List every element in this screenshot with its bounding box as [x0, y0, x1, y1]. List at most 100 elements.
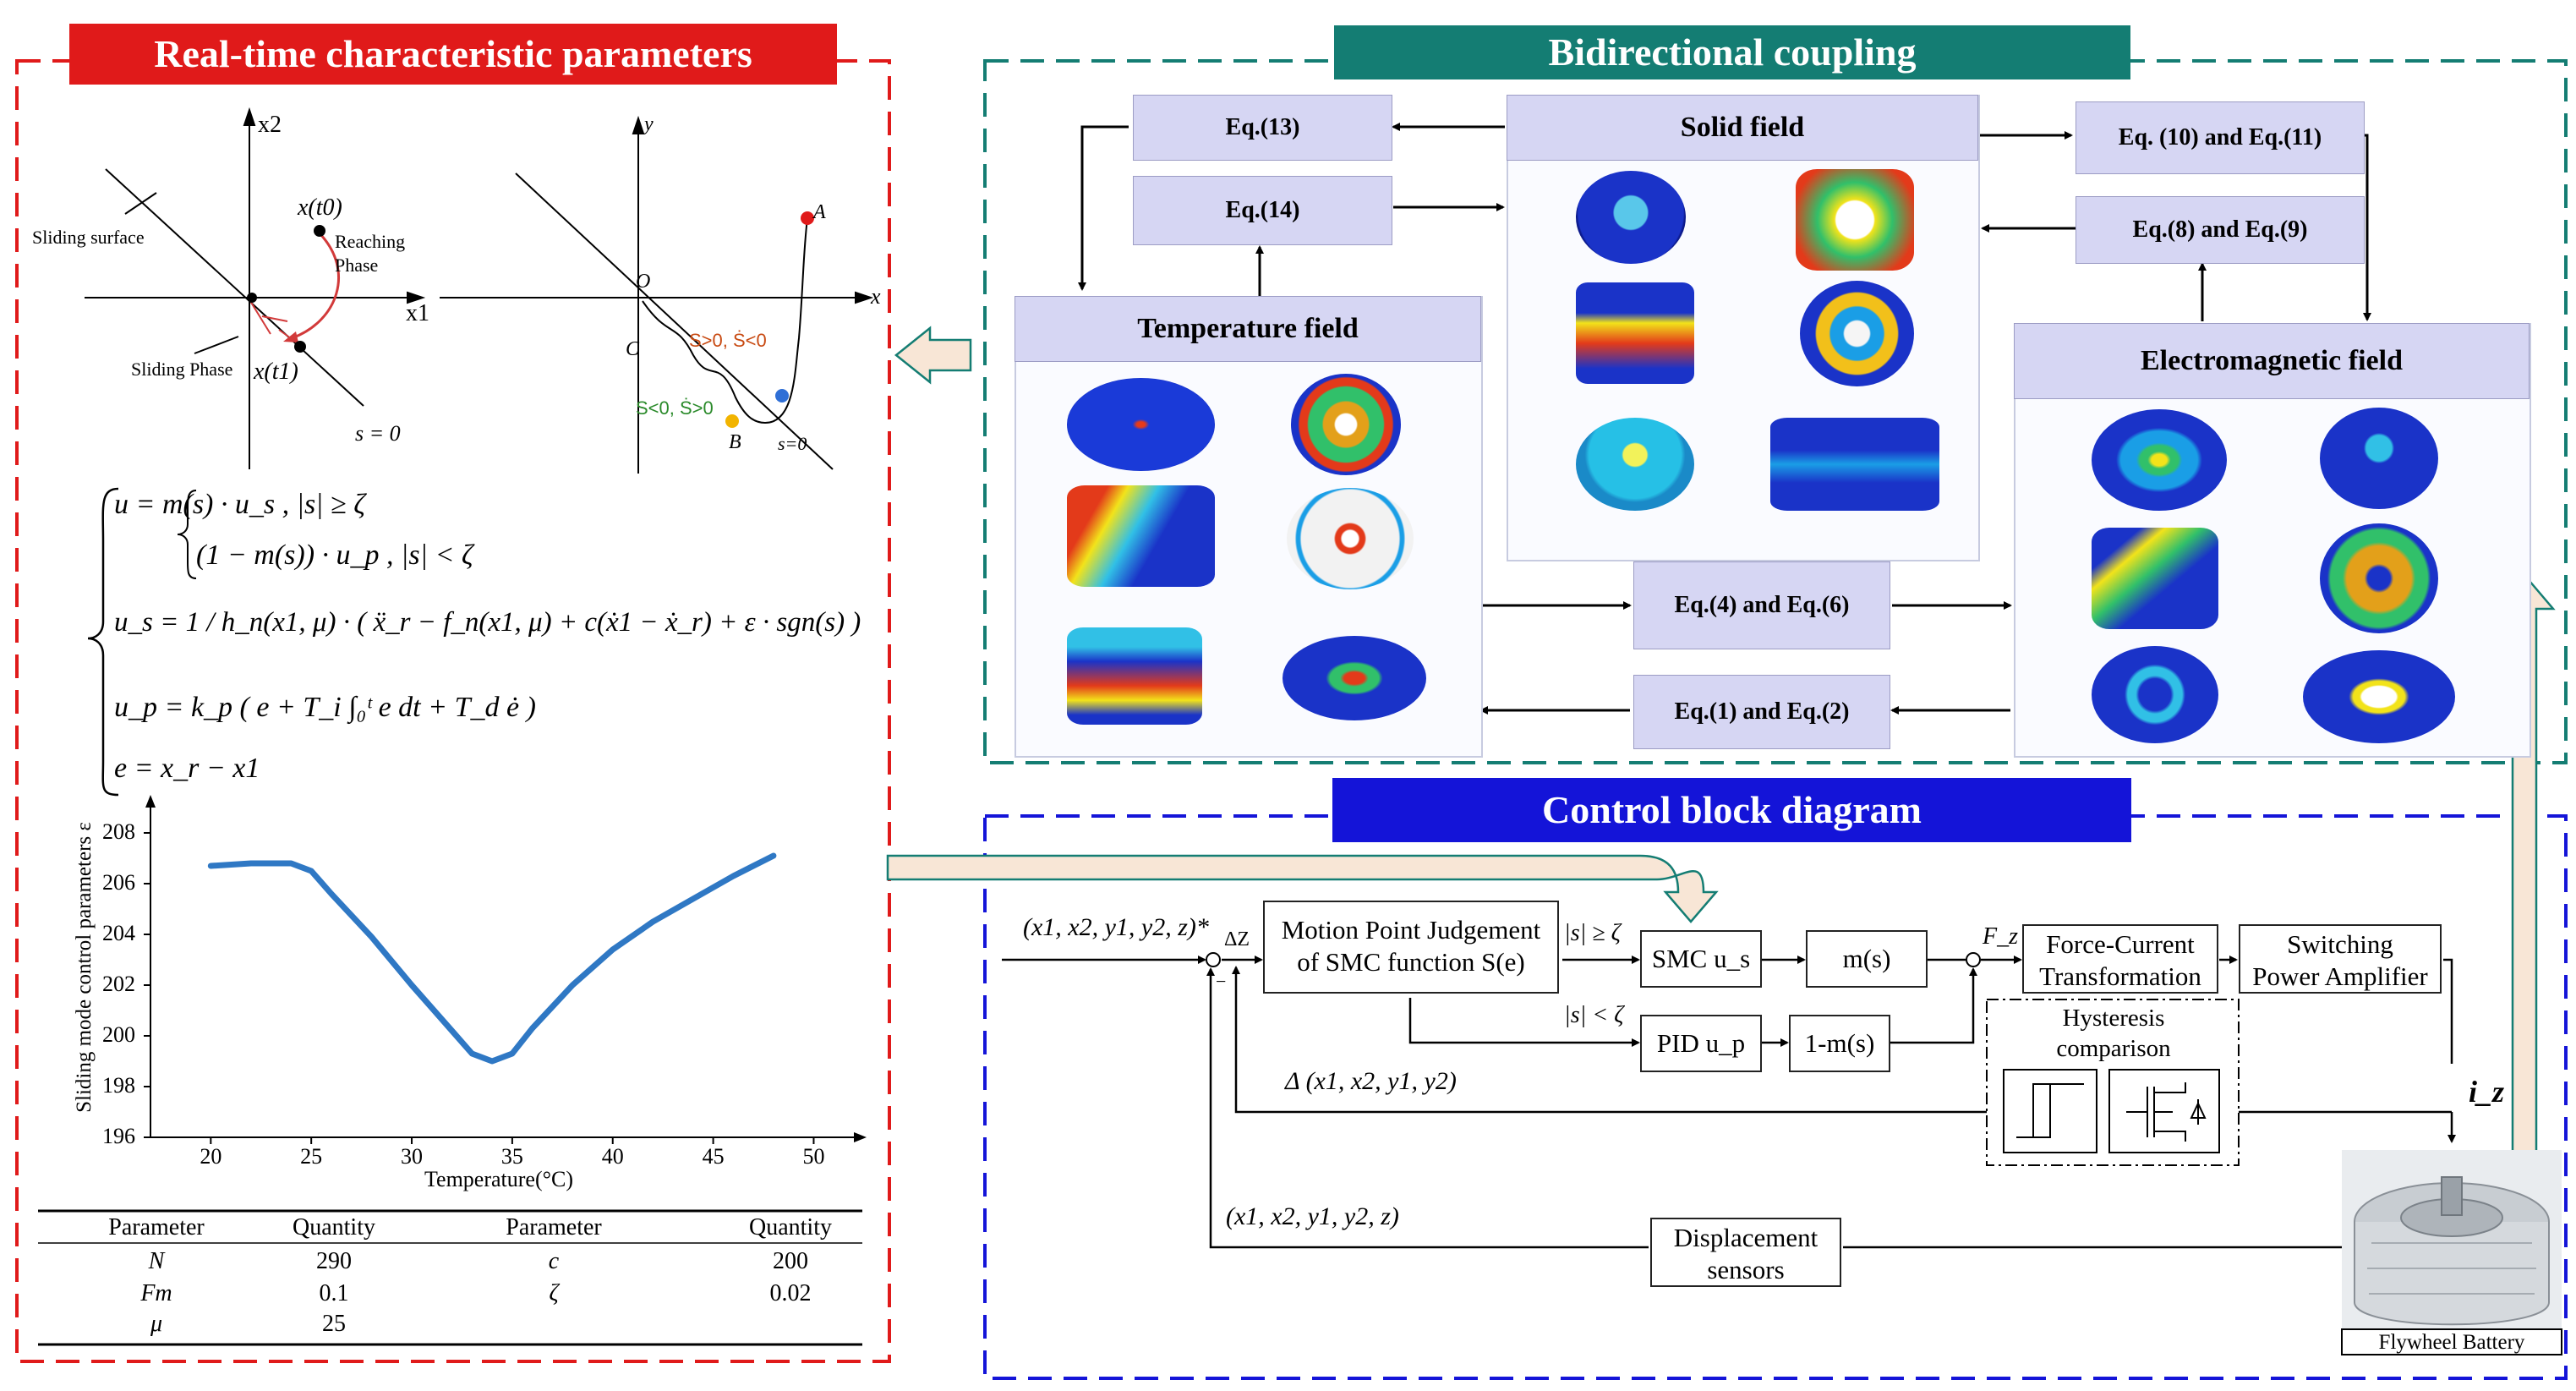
- reaching-phase-label: Reaching Phase: [335, 231, 406, 276]
- control-wiring: [1002, 956, 2456, 1249]
- point-c-label: C: [626, 338, 640, 360]
- chart-x-label: Temperature(°C): [424, 1167, 574, 1191]
- x-tick-label: 45: [702, 1144, 725, 1169]
- table-cell: N: [148, 1248, 165, 1274]
- x-t0-label: x(t0): [298, 194, 342, 221]
- left-axis-y-label: x2: [258, 112, 282, 138]
- hysteresis-label: Hysteresis comparison: [2056, 1005, 2171, 1062]
- hysteresis-frame: [1986, 999, 2240, 1166]
- feedback-vector-label: (x1, x2, y1, y2, z): [1226, 1202, 1399, 1230]
- sliding-phase-label: Sliding Phase: [131, 359, 233, 380]
- origin-label: O: [636, 271, 651, 293]
- table-cell: 290: [316, 1248, 352, 1274]
- point-t1: [294, 341, 306, 353]
- phase-plot-right: [440, 115, 874, 474]
- input-vector-label: (x1, x2, y1, y2, z)*: [1023, 913, 1209, 941]
- em-sim-image: [2092, 409, 2227, 511]
- temperature-field-title: Temperature field: [1015, 296, 1481, 362]
- coupling-arrows: [1078, 123, 2371, 715]
- left-axis-x-label: x1: [406, 300, 429, 326]
- table-header: Quantity: [749, 1214, 832, 1240]
- point-b-label: B: [729, 431, 741, 453]
- eq10-11-box: Eq. (10) and Eq.(11): [2076, 101, 2365, 174]
- y-tick-label: 200: [102, 1022, 135, 1047]
- table-cell: c: [548, 1248, 560, 1274]
- iz-label: i_z: [2469, 1075, 2505, 1109]
- point-origin-left: [247, 293, 257, 303]
- s-negative-label: S<0, Ṡ>0: [636, 397, 714, 419]
- solid-sim-image: [1770, 418, 1939, 511]
- y-tick-label: 196: [102, 1124, 135, 1148]
- y-tick-label: 208: [102, 819, 135, 844]
- electromagnetic-field-title: Electromagnetic field: [2014, 323, 2530, 399]
- em-sim-image: [2320, 408, 2438, 509]
- displacement-sensors-block: Displacement sensors: [1650, 1218, 1841, 1287]
- s-zero-right-label: s=0: [778, 433, 807, 454]
- em-sim-image: [2092, 646, 2218, 743]
- solid-sim-image: [1796, 169, 1914, 271]
- fz-label: F_z: [1983, 923, 2018, 950]
- table-header: Quantity: [293, 1214, 375, 1240]
- sliding-surface-label: Sliding surface: [32, 227, 145, 248]
- control-frame: [983, 814, 2568, 1380]
- phase-plot-left: [85, 107, 426, 469]
- temperature-sim-image: [1067, 485, 1215, 587]
- one-minus-ms-block: 1-m(s): [1789, 1015, 1890, 1072]
- coupling-title: Bidirectional coupling: [1334, 25, 2130, 79]
- em-sim-image: [2092, 528, 2218, 629]
- switching-amplifier-block: Switching Power Amplifier: [2239, 924, 2442, 994]
- y-tick-label: 206: [102, 870, 135, 895]
- electromagnetic-field-panel: Electromagnetic field: [2014, 323, 2531, 758]
- equation-u-line2: (1 − m(s)) · u_p , |s| < ζ: [196, 539, 473, 571]
- flywheel-battery-label: Flywheel Battery: [2378, 1331, 2525, 1354]
- point-a-label: A: [813, 201, 826, 223]
- smc-block: SMC u_s: [1640, 930, 1762, 988]
- inner-brace: [177, 490, 197, 579]
- condition-lt-label: |s| < ζ: [1564, 1002, 1624, 1028]
- temperature-sim-image: [1067, 627, 1202, 725]
- summing-junction-1: [1206, 952, 1221, 967]
- right-axis-x-label: x: [871, 284, 881, 309]
- flywheel-label-box: [2341, 1328, 2562, 1355]
- eq14-box: Eq.(14): [1133, 176, 1392, 245]
- temperature-sim-image: [1287, 488, 1414, 589]
- equation-us: u_s = 1 / h_n(x1, μ) · ( ẍ_r − f_n(x1, μ…: [114, 607, 861, 638]
- x-tick-label: 25: [300, 1144, 323, 1169]
- equation-e: e = x_r − x1: [114, 753, 260, 784]
- equation-brace: [87, 487, 119, 797]
- mosfet-icon: [2126, 1082, 2207, 1142]
- flywheel-battery-photo: [2342, 1150, 2562, 1346]
- temperature-sim-image: [1283, 636, 1426, 720]
- table-cell: 200: [773, 1248, 808, 1274]
- solid-field-title: Solid field: [1507, 95, 1978, 161]
- delta-feedback-label: Δ (x1, x2, y1, y2): [1285, 1067, 1457, 1095]
- x-t1-label: x(t1): [254, 359, 298, 385]
- point-a: [801, 211, 814, 225]
- eq8-9-box: Eq.(8) and Eq.(9): [2076, 196, 2365, 264]
- solid-sim-image: [1576, 171, 1686, 264]
- solid-sim-image: [1576, 282, 1694, 384]
- temperature-sim-image: [1291, 374, 1401, 475]
- minus-sign: −: [1216, 971, 1227, 992]
- hysteresis-loop-icon: [2016, 1083, 2084, 1138]
- table-cell: μ: [150, 1311, 163, 1337]
- control-title: Control block diagram: [1332, 778, 2131, 842]
- equation-u-line1: u = m(s) · u_s , |s| ≥ ζ: [114, 489, 365, 520]
- table-cell: 0.02: [769, 1280, 812, 1306]
- solid-field-panel: Solid field: [1507, 95, 1980, 561]
- s-positive-label: S>0, Ṡ<0: [689, 330, 767, 351]
- em-sim-image: [2320, 523, 2438, 633]
- force-current-block: Force-Current Transformation: [2022, 924, 2218, 994]
- right-axis-y-label: y: [644, 113, 654, 135]
- y-tick-label: 198: [102, 1073, 135, 1098]
- table-cell: 0.1: [319, 1280, 349, 1306]
- x-tick-label: 20: [200, 1144, 222, 1169]
- transfer-arrow-left: [894, 326, 972, 385]
- s-zero-left-label: s = 0: [355, 421, 401, 446]
- solid-sim-image: [1576, 418, 1694, 511]
- em-sim-image: [2303, 650, 2455, 743]
- summing-junction-2: [1966, 952, 1981, 967]
- y-tick-label: 204: [102, 921, 135, 945]
- realtime-title: Real-time characteristic parameters: [69, 24, 837, 85]
